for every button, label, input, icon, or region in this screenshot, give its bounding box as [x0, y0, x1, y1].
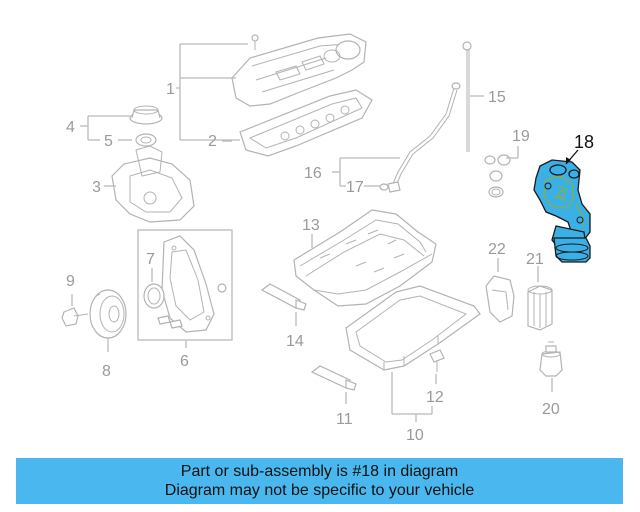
callout-20: 20: [542, 401, 560, 418]
part-15-dipstick[interactable]: [462, 41, 472, 152]
callout-10: 10: [406, 427, 424, 444]
callout-5: 5: [104, 133, 113, 150]
part-6-front-cover[interactable]: [157, 235, 227, 333]
callout-18: 18: [574, 132, 594, 152]
callout-15: 15: [488, 89, 506, 106]
part-14-sealant[interactable]: [260, 283, 307, 311]
callout-16: 16: [304, 165, 322, 182]
part-1-valve-cover[interactable]: [231, 33, 367, 107]
callout-2: 2: [208, 133, 217, 150]
part-7-cover-seal[interactable]: [143, 283, 165, 309]
info-banner: Part or sub-assembly is #18 in diagram D…: [16, 458, 623, 504]
callout-6: 6: [180, 353, 189, 370]
callout-22: 22: [488, 241, 506, 258]
part-2-cover-gasket[interactable]: [239, 89, 373, 157]
part-18-oil-filter-housing[interactable]: [533, 159, 591, 263]
callout-18-arrow: [566, 157, 571, 164]
callout-1: 1: [166, 81, 175, 98]
callout-12: 12: [426, 389, 444, 406]
part-12-drain-plug[interactable]: [429, 349, 445, 372]
callout-14: 14: [286, 333, 304, 350]
part-20-drain-valve[interactable]: [539, 341, 563, 377]
callout-13: 13: [302, 217, 320, 234]
callout-9: 9: [66, 273, 75, 290]
callout-3: 3: [92, 179, 101, 196]
parts-diagram: 1 2 3 4 5: [61, 33, 594, 444]
callout-19: 19: [512, 128, 530, 145]
part-21-filter-element[interactable]: [527, 285, 553, 331]
banner-line-1: Part or sub-assembly is #18 in diagram: [180, 463, 459, 480]
callout-11: 11: [336, 411, 353, 428]
part-11-sealant[interactable]: [310, 365, 357, 391]
callout-21: 21: [526, 251, 544, 268]
part-9-bolt[interactable]: [61, 307, 89, 327]
part-4-filler-cap[interactable]: [129, 105, 163, 125]
part-10-oil-pan[interactable]: [345, 285, 481, 371]
callout-16-17-leader: [332, 157, 400, 187]
part-5-seal[interactable]: [135, 133, 157, 147]
part-19-gaskets[interactable]: [484, 154, 511, 198]
callout-4-5-leader: [80, 115, 132, 141]
callout-1-leader: [176, 43, 248, 140]
callout-8: 8: [102, 363, 111, 380]
part-22-cover[interactable]: [485, 275, 515, 323]
callout-10-leader: [391, 372, 433, 422]
callout-4: 4: [66, 119, 75, 136]
callout-7: 7: [146, 251, 155, 268]
callout-17: 17: [346, 179, 364, 196]
part-16-dipstick-tube[interactable]: [387, 82, 461, 193]
banner-line-2: Diagram may not be specific to your vehi…: [164, 482, 475, 499]
callout-6-box: [137, 229, 233, 341]
part-13-engine-block[interactable]: [293, 209, 437, 307]
part-17-tube-seal[interactable]: [379, 183, 389, 191]
part-3-housing[interactable]: [111, 145, 195, 223]
part-8-pulley[interactable]: [89, 289, 127, 339]
